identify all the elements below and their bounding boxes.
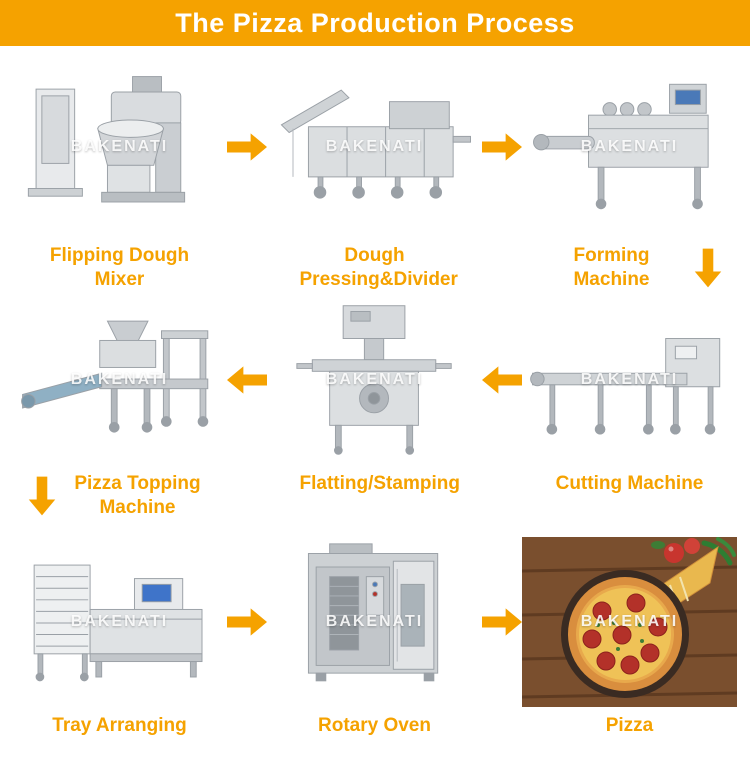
step-label-dough-pressing-divider: Dough Pressing&Divider xyxy=(299,245,458,290)
row-2-labels: Pizza Topping Machine Flatting/Stamping … xyxy=(0,466,750,530)
step-image-flipping-dough-mixer: BAKENATI xyxy=(12,56,227,238)
header-banner: The Pizza Production Process xyxy=(0,0,750,46)
connector-4 xyxy=(482,294,522,466)
step-image-pizza: BAKENATI xyxy=(522,536,737,708)
step-image-dough-pressing-divider: BAKENATI xyxy=(267,56,482,238)
pizza-topping-machine-image xyxy=(20,320,208,433)
flatting-stamping-image xyxy=(295,305,452,455)
step-label-pizza-topping-machine: Pizza Topping Machine xyxy=(74,473,201,518)
connector-7 xyxy=(227,536,267,708)
connector-5 xyxy=(227,294,267,466)
row-2-images: BAKENATI xyxy=(0,294,750,466)
arrow-left-icon xyxy=(482,366,522,394)
connector-2 xyxy=(482,56,522,238)
row-3-labels: Tray Arranging Rotary Oven Pizza xyxy=(0,708,750,758)
step-image-cutting-machine: BAKENATI xyxy=(522,294,737,466)
arrow-down-icon xyxy=(694,248,721,288)
dough-pressing-divider-image xyxy=(280,89,471,199)
step-label-flipping-dough-mixer: Flipping Dough Mixer xyxy=(49,245,190,290)
connector-8 xyxy=(482,536,522,708)
step-image-tray-arranging: BAKENATI xyxy=(12,536,227,708)
step-label-tray-arranging: Tray Arranging xyxy=(52,715,187,736)
pizza-image xyxy=(522,537,737,707)
row-1-images: BAKENATI xyxy=(0,56,750,238)
page-title: The Pizza Production Process xyxy=(175,7,575,38)
step-label-rotary-oven: Rotary Oven xyxy=(318,715,431,736)
step-label-cutting-machine: Cutting Machine xyxy=(555,473,704,494)
tray-arranging-image xyxy=(33,564,202,682)
row-3-images: BAKENATI xyxy=(0,536,750,708)
step-image-forming-machine: BAKENATI xyxy=(522,56,737,238)
forming-machine-image xyxy=(532,83,709,210)
arrow-right-icon xyxy=(227,133,267,161)
arrow-right-icon xyxy=(227,608,267,636)
connector-1 xyxy=(227,56,267,238)
cutting-machine-image xyxy=(529,338,720,435)
flipping-dough-mixer-image xyxy=(27,76,185,203)
row-1-labels: Flipping Dough Mixer Dough Pressing&Divi… xyxy=(0,238,750,290)
rotary-oven-image xyxy=(307,543,438,682)
step-image-pizza-topping-machine: BAKENATI xyxy=(12,294,227,466)
step-label-forming-machine: Forming Machine xyxy=(573,245,650,290)
step-image-flatting-stamping: BAKENATI xyxy=(267,294,482,466)
arrow-right-icon xyxy=(482,133,522,161)
arrow-left-icon xyxy=(227,366,267,394)
step-label-flatting-stamping: Flatting/Stamping xyxy=(299,473,460,494)
step-image-rotary-oven: BAKENATI xyxy=(267,536,482,708)
arrow-down-icon xyxy=(28,476,55,516)
arrow-right-icon xyxy=(482,608,522,636)
step-label-pizza: Pizza xyxy=(605,715,654,736)
